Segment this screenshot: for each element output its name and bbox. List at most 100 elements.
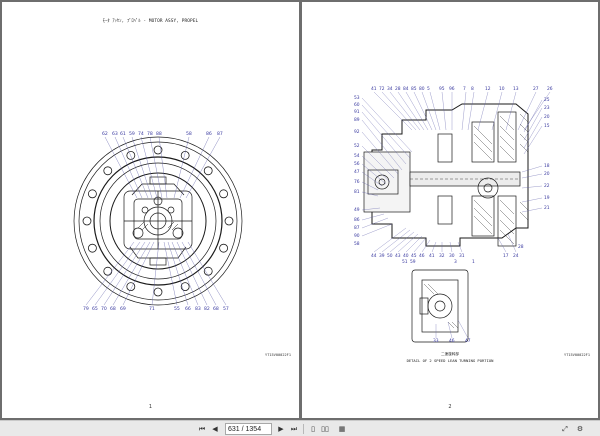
callout-label: 40 [403,253,409,259]
callout-label: 66 [185,306,191,312]
callout-label: 18 [544,163,550,169]
callout-label: 87 [217,131,223,137]
callout-label: 22 [544,183,550,189]
callout-label: 62 [102,131,108,137]
callout-label: 84 [403,86,409,92]
callout-label: 70 [101,306,107,312]
callout-label: 41 [371,86,377,92]
callout-label: 68 [213,306,219,312]
callout-label: 12 [485,86,491,92]
toolbar-divider [303,424,304,434]
callout-label: 81 [354,189,360,195]
callout-label: 31 [459,253,465,259]
callout-label: 7 [463,86,466,92]
callout-label: 71 [149,306,155,312]
grid-view-icon[interactable]: ▦ [338,424,346,433]
callout-label: 58 [186,131,192,137]
settings-icon[interactable]: ⚙ [576,424,584,433]
figure-code: YT15V00022F1 [265,353,291,357]
callout-label: 3 [454,259,457,265]
callout-label: 63 [112,131,118,137]
callout-label: 90 [354,233,360,239]
fullscreen-icon[interactable]: ⤢ [562,424,568,433]
callout-label: 86 [206,131,212,137]
callout-label: 43 [395,253,401,259]
callout-label: 82 [204,306,210,312]
callout-label: 92 [354,129,360,135]
single-page-icon[interactable]: ▯ [311,424,315,433]
callout-label: 85 [411,86,417,92]
callout-label: 39 [379,253,385,259]
callout-label: 53 [354,95,360,101]
callout-label: 74 [138,131,144,137]
detail-caption: 二速旋转部 DETAIL OF 2 SPEED LEAN TURNING POR… [406,352,494,363]
callout-label: 61 [120,131,126,137]
page-number: 1 [148,404,153,410]
callout-label: 32 [439,253,445,259]
figure-code: YT15V00022F1 [564,353,590,357]
callout-label: 30 [449,253,455,259]
callout-label: 47 [354,169,360,175]
motor-section-view-drawing: 4172342884858059596781210132726536091899… [354,86,553,344]
callout-label: 46 [419,253,425,259]
callout-label: 25 [544,97,550,103]
callout-label: 8 [471,86,474,92]
callout-label: 19 [544,195,550,201]
callout-label: 20 [544,171,550,177]
callout-label: 69 [120,306,126,312]
previous-page-icon[interactable]: ◀ [212,424,218,433]
callout-label: 46 [449,338,455,344]
page-title: ﾓｰﾀ ｱｯｾﾝ, ﾌﾟﾛﾍﾟﾙ - MOTOR ASSY, PROPEL [102,19,199,24]
callout-label: 33 [433,338,439,344]
callout-label: 91 [354,109,360,115]
callout-label: 76 [354,179,360,185]
callout-label: 72 [379,86,385,92]
first-page-icon[interactable]: ⏮ [198,424,206,433]
two-page-icon[interactable]: ▯▯ [321,424,329,433]
callout-label: 44 [371,253,377,259]
callout-label: 10 [499,86,505,92]
callout-label: 59 [410,259,416,265]
callout-label: 23 [544,105,550,111]
callout-label: 45 [411,253,417,259]
callout-label: 13 [513,86,519,92]
callout-label: 57 [223,306,229,312]
callout-label: 21 [544,205,550,211]
callout-label: 95 [439,86,445,92]
page-1: ﾓｰﾀ ｱｯｾﾝ, ﾌﾟﾛﾍﾟﾙ - MOTOR ASSY, PROPEL [2,2,299,418]
callout-label: 1 [472,259,475,265]
page-number-input[interactable]: 631 / 1354 [225,423,272,435]
callout-label: 28 [395,86,401,92]
callout-label: 96 [449,86,455,92]
callout-label: 34 [387,86,393,92]
callout-label: 24 [513,253,519,259]
callout-label: 49 [354,207,360,213]
callout-label: 50 [387,253,393,259]
last-page-icon[interactable]: ⏭ [290,424,298,433]
callout-label: 15 [544,123,550,129]
callout-label: 5 [427,86,430,92]
callout-label: 60 [354,102,360,108]
callout-label: 27 [533,86,539,92]
next-page-icon[interactable]: ▶ [278,424,284,433]
viewer-toolbar: ⏮ ◀ 631 / 1354 ▶ ⏭ ▯ ▯▯ ▦ ⤢ ⚙ [0,420,600,436]
callout-label: 89 [354,117,360,123]
callout-label: 52 [354,143,360,149]
callout-label: 28 [518,244,524,250]
callout-label: 87 [354,225,360,231]
callout-label: 41 [429,253,435,259]
callout-label: 55 [174,306,180,312]
document-viewer: ﾓｰﾀ ｱｯｾﾝ, ﾌﾟﾛﾍﾟﾙ - MOTOR ASSY, PROPEL [0,0,600,420]
callout-label: 80 [419,86,425,92]
callout-label: 78 [147,131,153,137]
callout-label: 56 [354,161,360,167]
callout-label: 83 [195,306,201,312]
callout-label: 51 [402,259,408,265]
callout-label: 17 [503,253,509,259]
callout-label: 65 [92,306,98,312]
callout-label: 20 [544,114,550,120]
callout-label: 88 [156,131,162,137]
callout-label: 68 [110,306,116,312]
